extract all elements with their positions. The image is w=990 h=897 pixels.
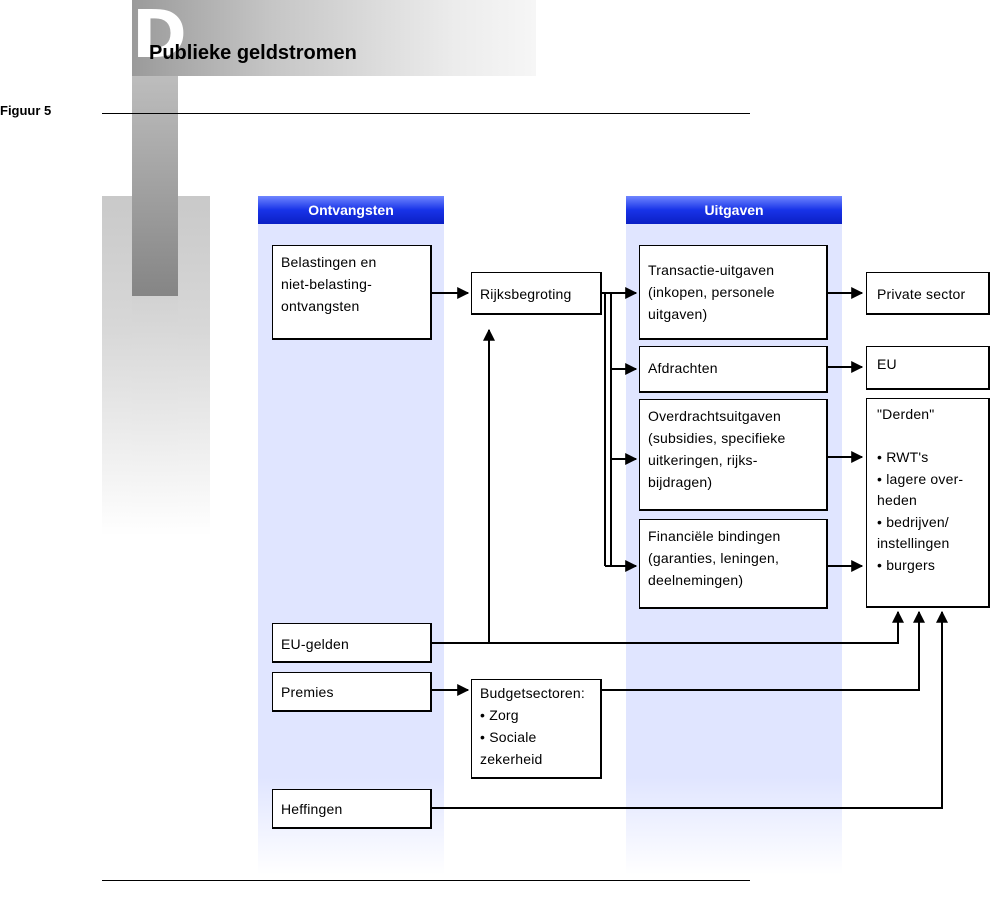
figure-label: Figuur 5 — [0, 103, 52, 118]
side-gradient-panel-right — [178, 196, 210, 536]
node-financial: Financiële bindingen (garanties, leninge… — [639, 519, 828, 609]
node-budget: Rijksbegroting — [471, 272, 602, 315]
bottom-rule — [102, 880, 750, 881]
top-rule — [102, 113, 750, 114]
chapter-letter: D — [132, 0, 187, 73]
node-remittances: Afdrachten — [639, 346, 828, 393]
node-budget-sectors: Budgetsectoren: • Zorg • Sociale zekerhe… — [471, 679, 602, 779]
node-private: Private sector — [866, 272, 990, 315]
node-eu-funds: EU-gelden — [272, 623, 432, 663]
expenses-column-header: Uitgaven — [626, 196, 842, 224]
node-transfer: Overdrachtsuitgaven (subsidies, specifie… — [639, 399, 828, 511]
node-third-parties: "Derden" • RWT's • lagere over- heden • … — [866, 398, 990, 608]
node-taxes: Belastingen en niet-belasting- ontvangst… — [272, 245, 432, 340]
header-gradient-band — [132, 0, 536, 76]
node-levies: Heffingen — [272, 789, 432, 829]
page-title: Publieke geldstromen — [149, 42, 357, 64]
node-eu: EU — [866, 346, 990, 390]
node-transaction: Transactie-uitgaven (inkopen, personele … — [639, 245, 828, 340]
income-column-header: Ontvangsten — [258, 196, 444, 224]
side-gradient-panel — [102, 196, 132, 536]
header-gradient-pillar — [132, 76, 178, 296]
side-gradient-panel-under — [132, 296, 178, 536]
node-premiums: Premies — [272, 672, 432, 712]
